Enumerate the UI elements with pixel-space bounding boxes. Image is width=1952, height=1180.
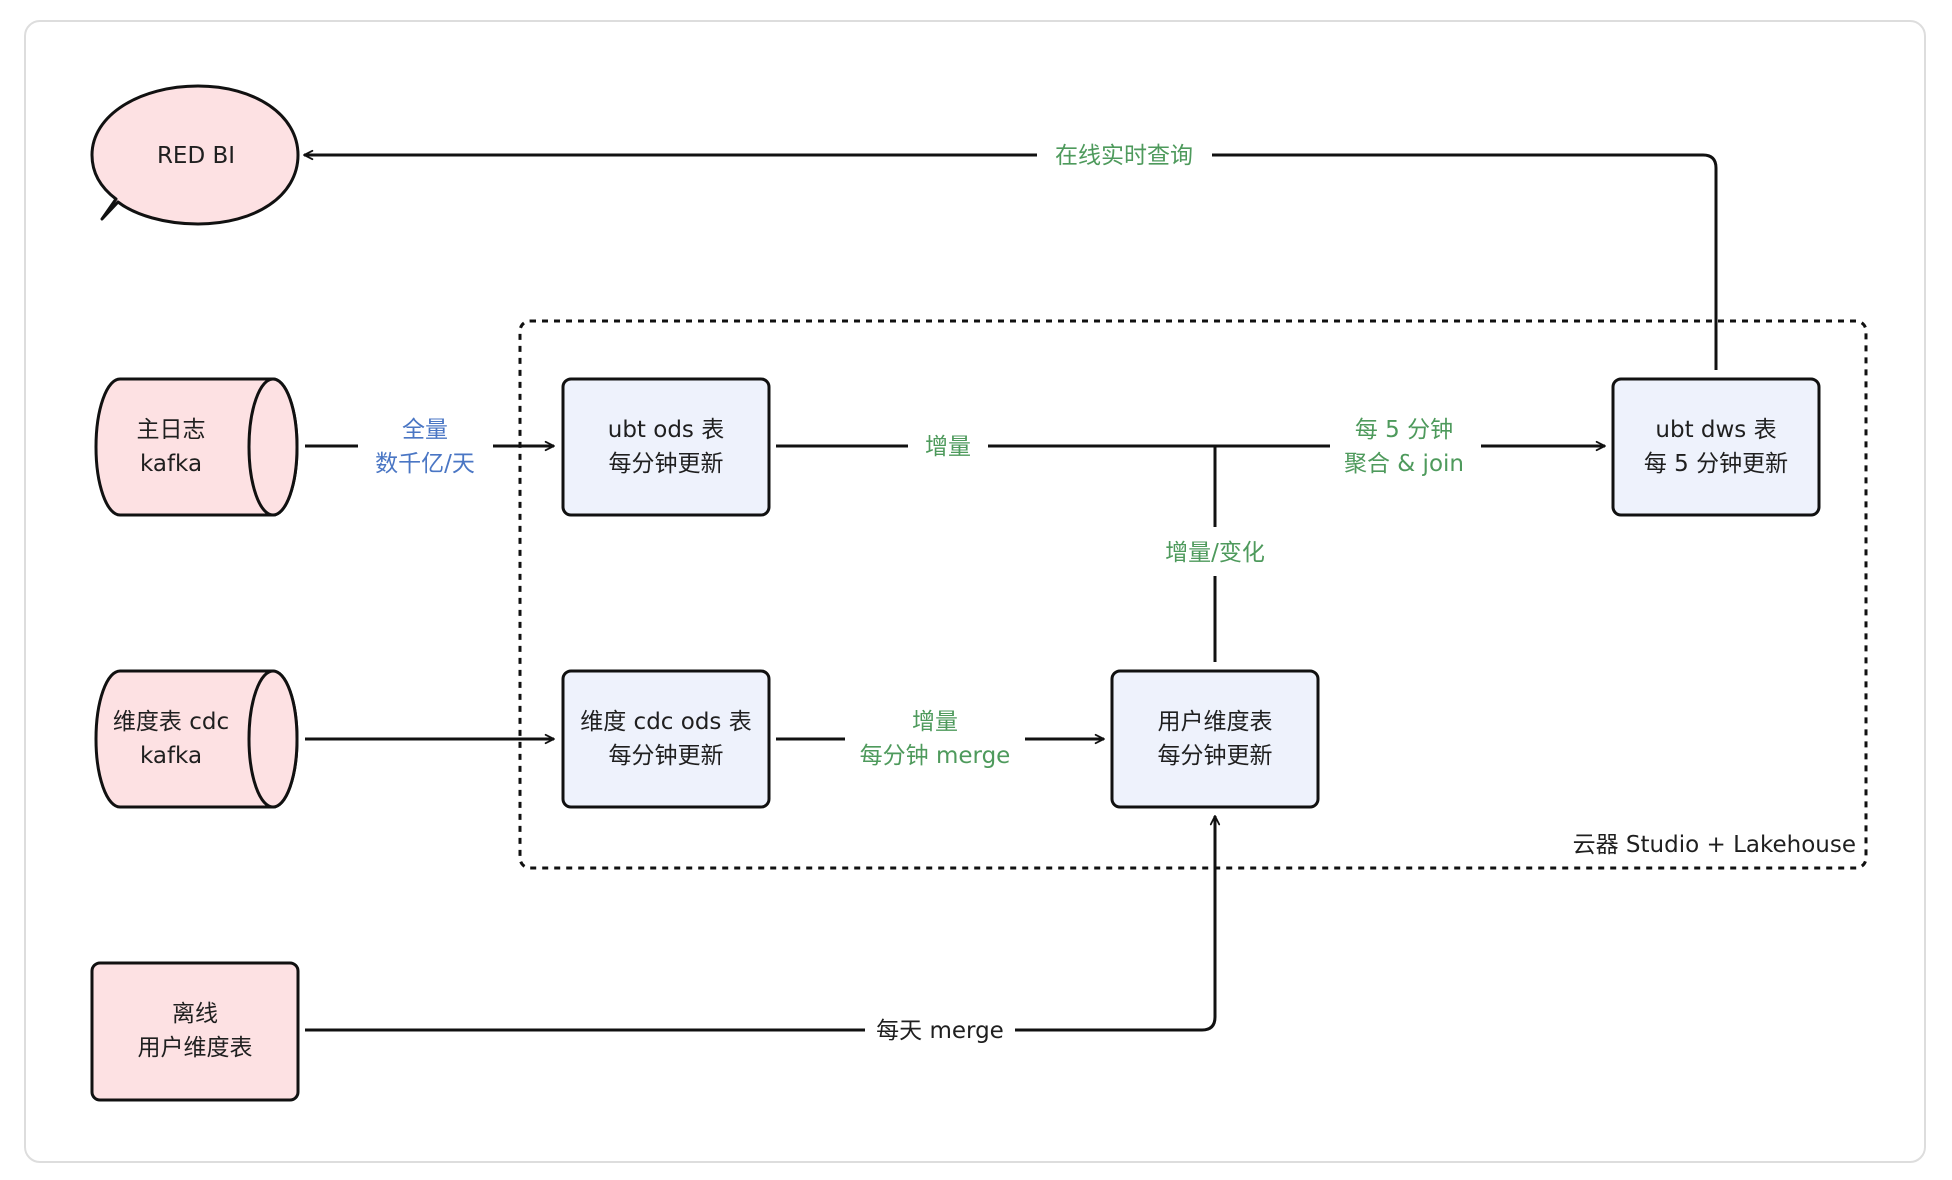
- cylinder-cap: [247, 377, 299, 517]
- edge-label-incremental: 增量: [925, 434, 971, 460]
- edge-label-daily-merge: 每天 merge: [876, 1018, 1004, 1044]
- edge-label-full-2: 数千亿/天: [375, 451, 475, 477]
- edge-online-query: 在线实时查询: [303, 143, 1718, 370]
- main-log-kafka-node: 主日志 kafka: [94, 377, 299, 517]
- edge-incremental-change: 增量/变化: [1165, 446, 1265, 662]
- user-dim-box: [1110, 669, 1320, 809]
- edge-label-merge-1: 增量: [912, 709, 958, 735]
- edge-full-load: 全量 数千亿/天: [305, 417, 555, 477]
- ubt-dws-node: ubt dws 表 每 5 分钟更新: [1611, 377, 1821, 517]
- edge-incremental-aggregate: 增量 每 5 分钟 聚合 & join: [776, 417, 1606, 477]
- offline-user-dim-box: [90, 961, 300, 1102]
- edge-label-merge-2: 每分钟 merge: [860, 743, 1011, 769]
- ubt-dws-box: [1611, 377, 1821, 517]
- ubt-ods-box: [561, 377, 771, 517]
- ubt-ods-node: ubt ods 表 每分钟更新: [561, 377, 771, 517]
- ubt-ods-line1: ubt ods 表: [608, 417, 724, 443]
- edge-label-every5-2: 聚合 & join: [1344, 451, 1464, 477]
- dim-cdc-ods-box: [561, 669, 771, 809]
- dim-cdc-kafka-node: 维度表 cdc kafka: [94, 669, 299, 809]
- dim-cdc-kafka-line2: kafka: [140, 743, 202, 769]
- edge-label-every5-1: 每 5 分钟: [1355, 417, 1453, 443]
- main-log-line1: 主日志: [137, 417, 206, 443]
- user-dim-node: 用户维度表 每分钟更新: [1110, 669, 1320, 809]
- edge-minute-merge: 增量 每分钟 merge: [776, 709, 1105, 769]
- dim-cdc-ods-node: 维度 cdc ods 表 每分钟更新: [561, 669, 771, 809]
- dim-cdc-ods-line1: 维度 cdc ods 表: [580, 709, 751, 735]
- offline-user-dim-line2: 用户维度表: [138, 1035, 253, 1061]
- edge-label-full-1: 全量: [402, 417, 448, 443]
- canvas-frame: [24, 20, 1926, 1163]
- edge-line-arrow: [1015, 815, 1221, 1032]
- ubt-ods-line2: 每分钟更新: [609, 451, 724, 477]
- dim-cdc-kafka-line1: 维度表 cdc: [113, 709, 229, 735]
- offline-user-dim-line1: 离线: [172, 1001, 218, 1027]
- red-bi-node: RED BI: [90, 84, 300, 226]
- main-log-line2: kafka: [140, 451, 202, 477]
- user-dim-line2: 每分钟更新: [1158, 743, 1273, 769]
- ubt-dws-line2: 每 5 分钟更新: [1644, 451, 1788, 477]
- lakehouse-container: [518, 319, 1868, 870]
- edge-label-incr-change: 增量/变化: [1165, 540, 1265, 566]
- cylinder-cap: [247, 669, 299, 809]
- ubt-dws-line1: ubt dws 表: [1655, 417, 1776, 443]
- offline-user-dim-node: 离线 用户维度表: [90, 961, 300, 1102]
- speech-bubble-icon: [90, 84, 300, 226]
- red-bi-label: RED BI: [157, 143, 235, 169]
- dim-cdc-ods-line2: 每分钟更新: [609, 743, 724, 769]
- edge-daily-merge: 每天 merge: [305, 815, 1221, 1044]
- lakehouse-label: 云器 Studio + Lakehouse: [1573, 832, 1856, 858]
- edge-label-online-query: 在线实时查询: [1055, 143, 1193, 169]
- user-dim-line1: 用户维度表: [1158, 709, 1273, 735]
- edge-line: [1212, 153, 1718, 370]
